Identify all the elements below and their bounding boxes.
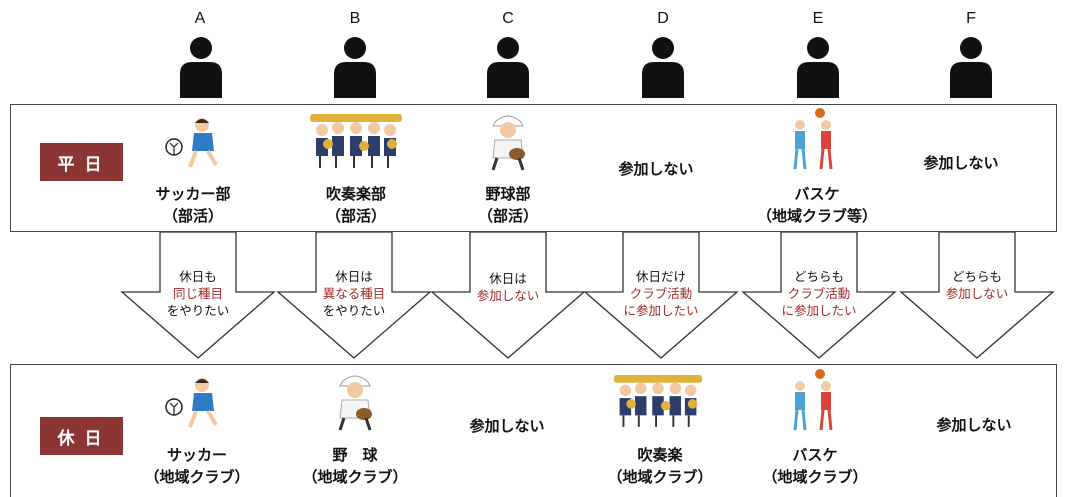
transition-arrow-b (276, 232, 432, 359)
person-icon (487, 37, 529, 98)
baseball-player-icon (491, 115, 525, 171)
holiday-activity-c: 参加しない (469, 417, 545, 435)
holiday-activity-b: 野 球 （地域クラブ） (285, 444, 425, 488)
brass-band-icon (310, 114, 402, 168)
holiday-activity-a: サッカー （地域クラブ） (127, 444, 267, 488)
column-letter-f: F (966, 10, 976, 27)
holiday-band (10, 364, 1057, 497)
basketball-players-icon (793, 369, 833, 431)
weekday-activity-name: 吹奏楽部 (325, 185, 386, 203)
weekday-activity-a: サッカー部 （部活） (123, 183, 263, 227)
arrow-line: クラブ活動 (629, 286, 693, 301)
weekday-label: 平日 (40, 143, 123, 181)
column-letter-d: D (657, 10, 669, 27)
basketball-players-icon (793, 108, 833, 170)
weekday-activity-type: （部活） (162, 207, 223, 225)
weekday-activity-name: サッカー部 (155, 185, 231, 203)
transition-arrow-a (120, 232, 276, 359)
weekday-activity-d: 参加しない (618, 160, 694, 178)
holiday-activity-name: 吹奏楽 (637, 446, 683, 464)
weekday-activity-c: 野球部 （部活） (438, 183, 578, 227)
arrow-line: 休日も (179, 269, 217, 284)
transition-arrow-d (583, 232, 739, 359)
column-letter-e: E (812, 10, 824, 27)
weekday-activity-f: 参加しない (923, 154, 999, 172)
transition-arrow-e (741, 232, 897, 359)
arrow-line: に参加したい (781, 303, 857, 318)
column-letter-a: A (194, 10, 206, 27)
arrow-line: 異なる種目 (322, 286, 386, 301)
holiday-activity-f: 参加しない (936, 416, 1012, 434)
arrow-line: クラブ活動 (787, 286, 851, 301)
holiday-activity-type: （地域クラブ） (762, 468, 868, 486)
arrow-line: 参加しない (476, 288, 540, 303)
transition-arrow-f (899, 232, 1055, 359)
weekday-activity-e: バスケ （地域クラブ等） (747, 183, 887, 227)
arrow-line: 休日は (489, 271, 527, 286)
arrow-line: 休日は (335, 269, 373, 284)
arrow-line: どちらも (951, 269, 1002, 284)
weekday-activity-type: （部活） (325, 207, 386, 225)
holiday-activity-name: 野 球 (332, 446, 378, 464)
arrow-text-b: 休日は 異なる種目 をやりたい (294, 268, 414, 319)
transition-arrow-c (430, 232, 586, 359)
weekday-activity-name: バスケ (794, 185, 840, 203)
holiday-activity-type: （地域クラブ） (607, 468, 713, 486)
weekday-activity-b: 吹奏楽部 （部活） (286, 183, 426, 227)
soccer-player-icon (165, 378, 218, 428)
person-icon (797, 37, 839, 98)
holiday-label: 休日 (40, 417, 123, 455)
person-icon (642, 37, 684, 98)
arrow-line: をやりたい (322, 303, 386, 318)
arrow-line: どちらも (793, 269, 844, 284)
brass-band-icon (613, 375, 703, 427)
holiday-activity-e: バスケ （地域クラブ） (745, 444, 885, 488)
arrow-text-c: 休日は 参加しない (448, 270, 568, 304)
arrow-text-d: 休日だけ クラブ活動 に参加したい (601, 268, 721, 319)
person-icon (180, 37, 222, 98)
arrow-line: に参加したい (623, 303, 699, 318)
weekday-activity-type: （地域クラブ等） (756, 207, 877, 225)
arrow-line: 同じ種目 (172, 286, 223, 301)
arrow-line: 参加しない (945, 286, 1009, 301)
arrow-line: 休日だけ (635, 269, 686, 284)
weekday-band (10, 104, 1057, 232)
person-icon (950, 37, 992, 98)
holiday-activity-name: バスケ (792, 446, 838, 464)
person-icon (334, 37, 376, 98)
baseball-player-icon (338, 375, 372, 431)
weekday-activity-type: （部活） (477, 207, 538, 225)
soccer-player-icon (165, 118, 218, 168)
arrow-line: をやりたい (166, 303, 230, 318)
column-letter-c: C (502, 10, 514, 27)
holiday-activity-type: （地域クラブ） (302, 468, 408, 486)
holiday-activity-name: サッカー (166, 446, 227, 464)
weekday-activity-name: 野球部 (485, 185, 531, 203)
arrow-text-a: 休日も 同じ種目 をやりたい (138, 268, 258, 319)
holiday-activity-d: 吹奏楽 （地域クラブ） (590, 444, 730, 488)
holiday-activity-type: （地域クラブ） (144, 468, 250, 486)
column-letter-b: B (349, 10, 361, 27)
arrow-text-e: どちらも クラブ活動 に参加したい (759, 268, 879, 319)
arrow-text-f: どちらも 参加しない (917, 268, 1037, 302)
